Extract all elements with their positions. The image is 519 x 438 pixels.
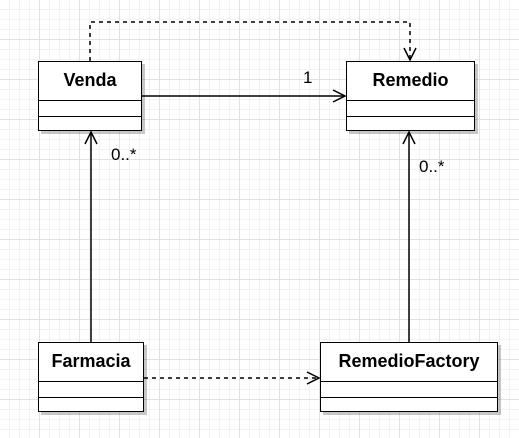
factory-remedio-multiplicity-label: 0..* <box>419 157 445 176</box>
farmacia-venda-association-arrowhead <box>84 130 98 145</box>
farmacia-factory-dependency-arrowhead <box>306 371 321 385</box>
venda-remedio-dependency-arrowhead <box>403 47 417 62</box>
class-venda-name: Venda <box>39 62 141 101</box>
class-farmacia[interactable]: Farmacia <box>38 342 144 412</box>
class-remedio-methods <box>347 117 474 133</box>
venda-remedio-multiplicity-label: 1 <box>303 68 313 87</box>
factory-remedio-association-arrowhead <box>402 130 416 145</box>
class-remedio-factory-methods <box>321 398 497 414</box>
class-remedio[interactable]: Remedio <box>346 61 475 131</box>
class-venda-attributes <box>39 101 141 117</box>
class-farmacia-name: Farmacia <box>39 343 143 382</box>
class-venda[interactable]: Venda <box>38 61 142 131</box>
class-remedio-attributes <box>347 101 474 117</box>
class-farmacia-methods <box>39 398 143 414</box>
class-remedio-name: Remedio <box>347 62 474 101</box>
class-venda-methods <box>39 117 141 133</box>
class-remedio-factory[interactable]: RemedioFactory <box>320 342 498 412</box>
farmacia-venda-multiplicity-label: 0..* <box>111 145 137 164</box>
class-remedio-factory-name: RemedioFactory <box>321 343 497 382</box>
class-remedio-factory-attributes <box>321 382 497 398</box>
class-farmacia-attributes <box>39 382 143 398</box>
venda-remedio-association-arrowhead <box>332 89 347 103</box>
venda-remedio-dependency-line <box>89 21 411 61</box>
